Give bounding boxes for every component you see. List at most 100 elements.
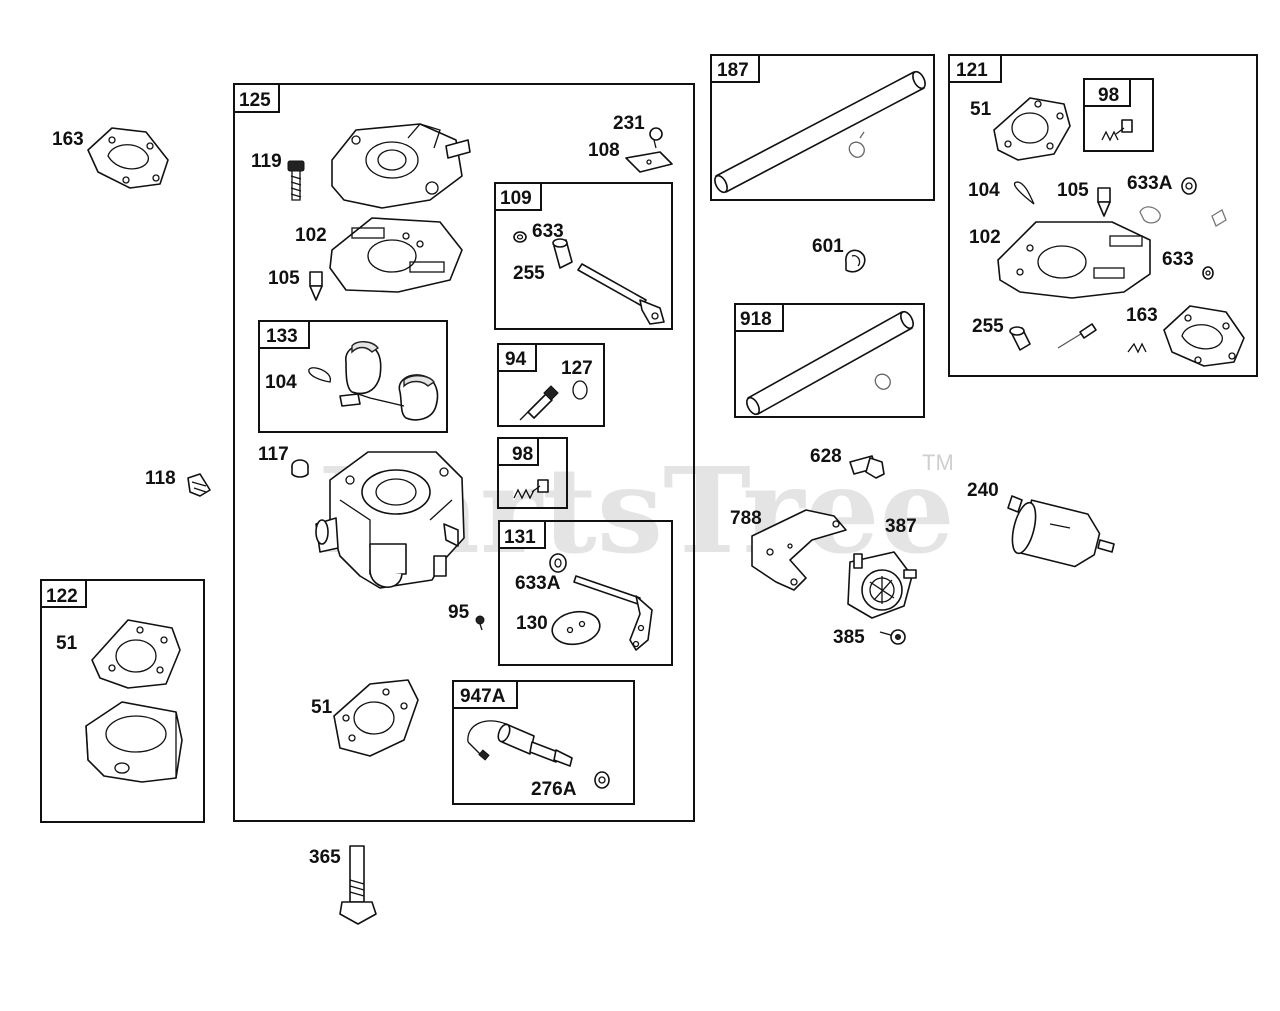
fuel-pump-icon[interactable] — [847, 551, 917, 619]
group-121[interactable]: 121 — [948, 54, 1258, 377]
clamp-icon[interactable] — [874, 373, 891, 390]
throttle-shaft-icon[interactable] — [577, 263, 665, 325]
bracket-icon[interactable] — [751, 509, 847, 591]
fitting-icon[interactable] — [187, 473, 211, 497]
group-125-label: 125 — [239, 90, 271, 111]
group-98-inner-label: 98 — [1098, 85, 1119, 106]
gasket-icon[interactable] — [993, 97, 1071, 161]
callout-117: 117 — [258, 444, 289, 465]
washer-icon[interactable] — [513, 231, 527, 243]
callout-365: 365 — [309, 847, 341, 868]
callout-105: 105 — [1057, 180, 1089, 201]
group-125[interactable]: 125 — [233, 83, 695, 822]
group-122[interactable]: 122 — [40, 579, 205, 823]
group-98-label: 98 — [512, 444, 533, 465]
screw-icon[interactable] — [287, 160, 305, 201]
gasket-icon[interactable] — [1163, 305, 1245, 367]
callout-51: 51 — [970, 99, 992, 120]
callout-51: 51 — [56, 633, 78, 654]
plate-icon[interactable] — [625, 151, 673, 173]
group-187[interactable]: 187 — [710, 54, 935, 201]
group-131[interactable]: 131 — [498, 520, 673, 666]
callout-105: 105 — [268, 268, 300, 289]
group-98[interactable]: 98 — [497, 437, 568, 509]
callout-788: 788 — [730, 508, 762, 529]
group-94-label: 94 — [505, 349, 527, 370]
gasket-icon[interactable] — [997, 221, 1151, 299]
carburetor-icon[interactable] — [315, 451, 465, 589]
fuel-pipe-icon[interactable] — [712, 70, 927, 195]
group-98-inner[interactable]: 98 — [1083, 78, 1154, 152]
callout-104: 104 — [968, 180, 1000, 201]
callout-51: 51 — [311, 697, 333, 718]
callout-276A: 276A — [531, 779, 577, 800]
callout-231: 231 — [613, 113, 645, 134]
gasket-icon[interactable] — [333, 679, 419, 757]
group-947A[interactable]: 947A — [452, 680, 635, 805]
callout-633: 633 — [1162, 249, 1194, 270]
screw-icon[interactable] — [475, 615, 485, 631]
callout-102: 102 — [295, 225, 327, 246]
clip-icon[interactable] — [1013, 181, 1035, 205]
bushing-icon[interactable] — [1009, 326, 1031, 351]
callout-255: 255 — [972, 316, 1004, 337]
needle-valve-icon[interactable] — [309, 271, 323, 301]
callout-387: 387 — [885, 516, 917, 537]
group-131-label: 131 — [504, 527, 536, 548]
group-109[interactable]: 109 — [494, 182, 673, 330]
fuel-pipe-icon[interactable] — [744, 310, 915, 417]
callout-130: 130 — [516, 613, 548, 634]
spring-icon[interactable] — [1101, 119, 1133, 142]
needle-valve-icon[interactable] — [1097, 187, 1111, 217]
clamp-icon[interactable] — [845, 249, 866, 273]
callout-163: 163 — [1126, 305, 1158, 326]
callout-163: 163 — [52, 129, 84, 150]
carburetor-top-icon[interactable] — [331, 123, 471, 209]
callout-628: 628 — [810, 446, 842, 467]
group-109-label: 109 — [500, 188, 532, 209]
fitting-icon[interactable] — [291, 459, 309, 478]
group-918-label: 918 — [740, 309, 772, 330]
callout-102: 102 — [969, 227, 1001, 248]
choke-shaft-icon[interactable] — [573, 575, 653, 651]
spring-icon[interactable] — [1127, 342, 1147, 354]
screw-icon[interactable] — [879, 629, 906, 645]
group-133[interactable]: 133 — [258, 320, 448, 433]
mixture-screw-icon[interactable] — [519, 385, 559, 421]
spacer-icon[interactable] — [85, 701, 183, 783]
callout-240: 240 — [967, 480, 999, 501]
clip-icon[interactable] — [308, 367, 332, 383]
callout-601: 601 — [812, 236, 844, 257]
choke-plate-icon[interactable] — [550, 608, 603, 648]
group-94[interactable]: 94 — [497, 343, 605, 427]
washer-icon[interactable] — [1202, 266, 1214, 280]
washer-icon[interactable] — [1181, 177, 1197, 195]
mixture-screw-icon[interactable] — [1057, 323, 1097, 349]
group-133-label: 133 — [266, 326, 298, 347]
gasket-icon[interactable] — [329, 217, 463, 293]
gasket-icon[interactable] — [87, 127, 169, 189]
spring-icon[interactable] — [513, 479, 549, 500]
callout-633A: 633A — [1127, 173, 1173, 194]
fuel-filter-icon[interactable] — [1007, 495, 1115, 570]
washer-icon[interactable] — [594, 771, 610, 789]
clamp-icon[interactable] — [848, 131, 865, 158]
callout-633A: 633A — [515, 573, 561, 594]
group-918[interactable]: 918 — [734, 303, 925, 418]
bolt-icon[interactable] — [849, 455, 885, 479]
bushing-icon[interactable] — [552, 238, 573, 269]
group-121-label: 121 — [956, 60, 988, 81]
washer-icon[interactable] — [549, 553, 567, 573]
gasket-icon[interactable] — [91, 619, 181, 689]
bolt-icon[interactable] — [339, 845, 377, 925]
o-ring-icon[interactable] — [572, 380, 588, 400]
float-icon[interactable] — [339, 341, 439, 421]
screw-icon[interactable] — [649, 127, 663, 149]
group-122-label: 122 — [46, 586, 78, 607]
callout-385: 385 — [833, 627, 865, 648]
solenoid-icon[interactable] — [467, 720, 573, 767]
choke-shaft-icon[interactable] — [1139, 206, 1227, 227]
callout-255: 255 — [513, 263, 545, 284]
watermark-trademark: TM — [922, 450, 954, 475]
